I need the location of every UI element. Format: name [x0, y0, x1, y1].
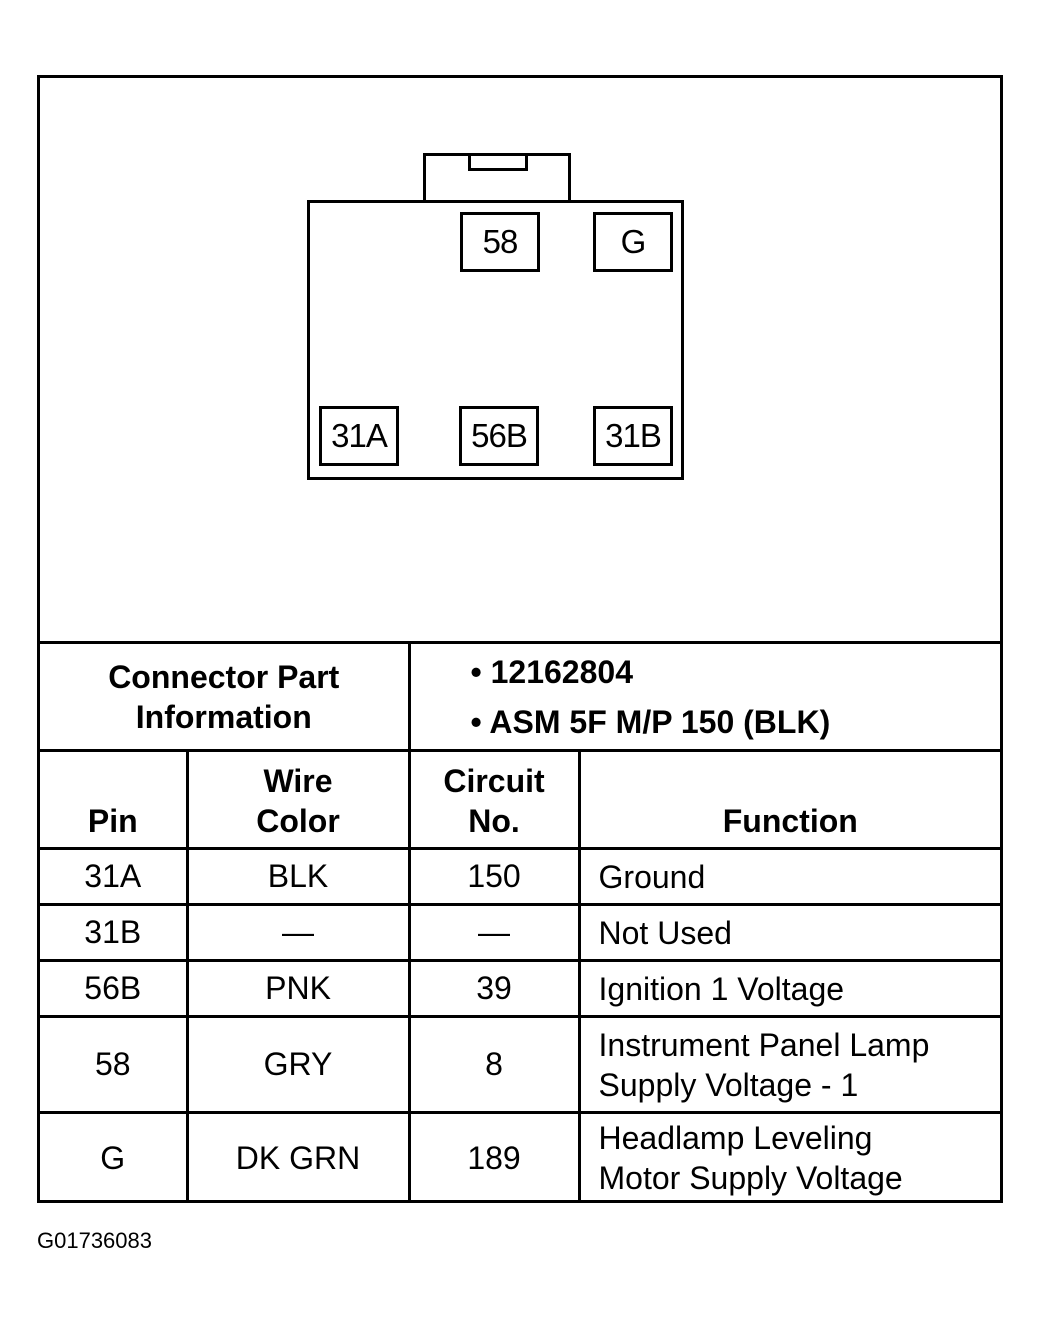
cell-pin: G — [40, 1111, 189, 1203]
col-header-circuit-line2: No. — [468, 803, 520, 839]
table-row: G DK GRN 189 Headlamp Leveling Motor Sup… — [40, 1111, 1001, 1203]
function-line: Not Used — [598, 914, 732, 951]
part-description: • ASM 5F M/P 150 (BLK) — [470, 703, 831, 740]
connector-latch — [423, 153, 571, 203]
cell-function: Not Used — [577, 903, 1001, 962]
pin-58: 58 — [460, 212, 540, 272]
pin-31b: 31B — [593, 406, 673, 466]
pin-31a: 31A — [319, 406, 399, 466]
column-header-row: Pin Wire Color Circuit No. Function — [40, 749, 1001, 850]
latch-notch — [468, 153, 528, 171]
cell-pin: 31B — [40, 903, 189, 962]
figure-id: G01736083 — [37, 1228, 152, 1253]
cell-wire-color: GRY — [185, 1015, 411, 1114]
col-header-circuit: Circuit No. — [407, 749, 581, 850]
table-row: 58 GRY 8 Instrument Panel Lamp Supply Vo… — [40, 1015, 1001, 1114]
cell-pin: 58 — [40, 1015, 189, 1114]
function-line: Motor Supply Voltage — [598, 1160, 903, 1197]
cell-circuit: 150 — [407, 847, 581, 906]
col-header-wire-color: Wire Color — [185, 749, 411, 850]
cell-circuit: 189 — [407, 1111, 581, 1203]
col-header-circuit-line1: Circuit — [443, 763, 545, 799]
col-header-pin: Pin — [40, 749, 189, 850]
connector-body: 58 G 31A 56B 31B — [307, 200, 684, 480]
part-info-label: Connector Part Information — [40, 641, 411, 752]
part-info-row: Connector Part Information • 12162804 • … — [40, 641, 1001, 752]
cell-wire-color: DK GRN — [185, 1111, 411, 1203]
table-row: 56B PNK 39 Ignition 1 Voltage — [40, 959, 1001, 1018]
cell-wire-color: — — [185, 903, 411, 962]
col-header-wire-line1: Wire — [263, 763, 333, 799]
table-row: 31A BLK 150 Ground — [40, 847, 1001, 906]
pin-56b: 56B — [459, 406, 539, 466]
col-header-wire-line2: Color — [256, 803, 340, 839]
cell-wire-color: BLK — [185, 847, 411, 906]
diagram-frame: 58 G 31A 56B 31B Connector Part Informat… — [37, 75, 1003, 1203]
function-line: Ignition 1 Voltage — [598, 970, 845, 1007]
function-line: Instrument Panel Lamp — [598, 1026, 930, 1063]
part-number: • 12162804 — [470, 653, 633, 690]
cell-circuit: — — [407, 903, 581, 962]
part-info-values: • 12162804 • ASM 5F M/P 150 (BLK) — [407, 641, 1001, 752]
function-line: Ground — [598, 858, 706, 895]
cell-circuit: 39 — [407, 959, 581, 1018]
table-row: 31B — — Not Used — [40, 903, 1001, 962]
pin-g: G — [593, 212, 673, 272]
connector-face-view: 58 G 31A 56B 31B — [40, 78, 1000, 641]
connector-pinout-table: Connector Part Information • 12162804 • … — [40, 641, 1001, 1203]
function-line: Supply Voltage - 1 — [598, 1066, 859, 1103]
cell-wire-color: PNK — [185, 959, 411, 1018]
cell-circuit: 8 — [407, 1015, 581, 1114]
cell-pin: 56B — [40, 959, 189, 1018]
function-line: Headlamp Leveling — [598, 1120, 873, 1157]
cell-pin: 31A — [40, 847, 189, 906]
cell-function: Headlamp Leveling Motor Supply Voltage — [577, 1111, 1001, 1203]
cell-function: Ignition 1 Voltage — [577, 959, 1001, 1018]
cell-function: Instrument Panel Lamp Supply Voltage - 1 — [577, 1015, 1001, 1114]
cell-function: Ground — [577, 847, 1001, 906]
col-header-function: Function — [577, 749, 1001, 850]
